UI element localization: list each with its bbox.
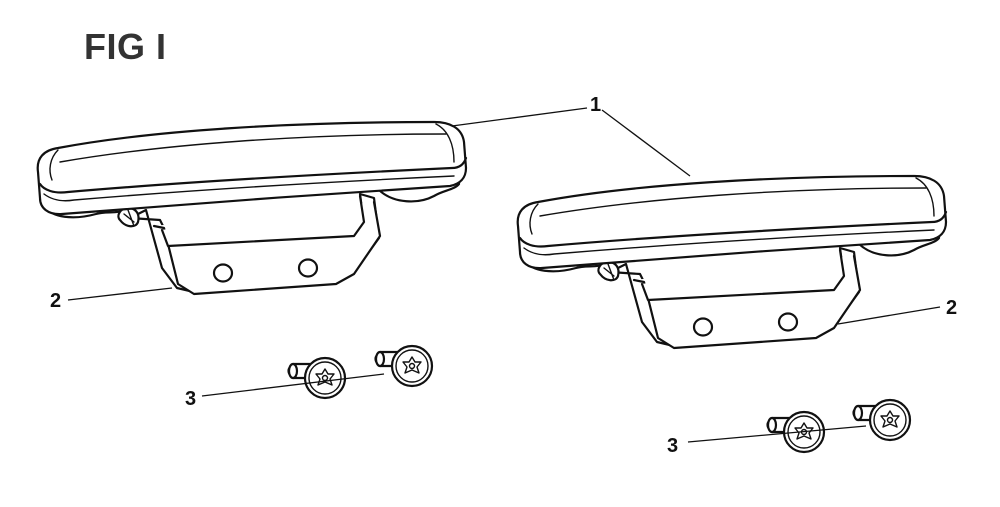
callout-screws-left: 3 xyxy=(185,388,196,410)
callout-armrest-pad: 1 xyxy=(590,94,601,116)
callout-screws-right: 3 xyxy=(667,435,678,457)
callout-bracket-left: 2 xyxy=(50,290,61,312)
figure-title: FIG I xyxy=(84,26,167,67)
callout-bracket-right: 2 xyxy=(946,297,957,319)
screw-left-1 xyxy=(287,356,347,400)
armrest-assembly-left xyxy=(36,120,468,296)
leader-lines xyxy=(67,107,941,443)
screw-right-2 xyxy=(852,398,912,442)
armrest-assembly-right xyxy=(516,174,948,350)
screw-left-2 xyxy=(374,344,434,388)
